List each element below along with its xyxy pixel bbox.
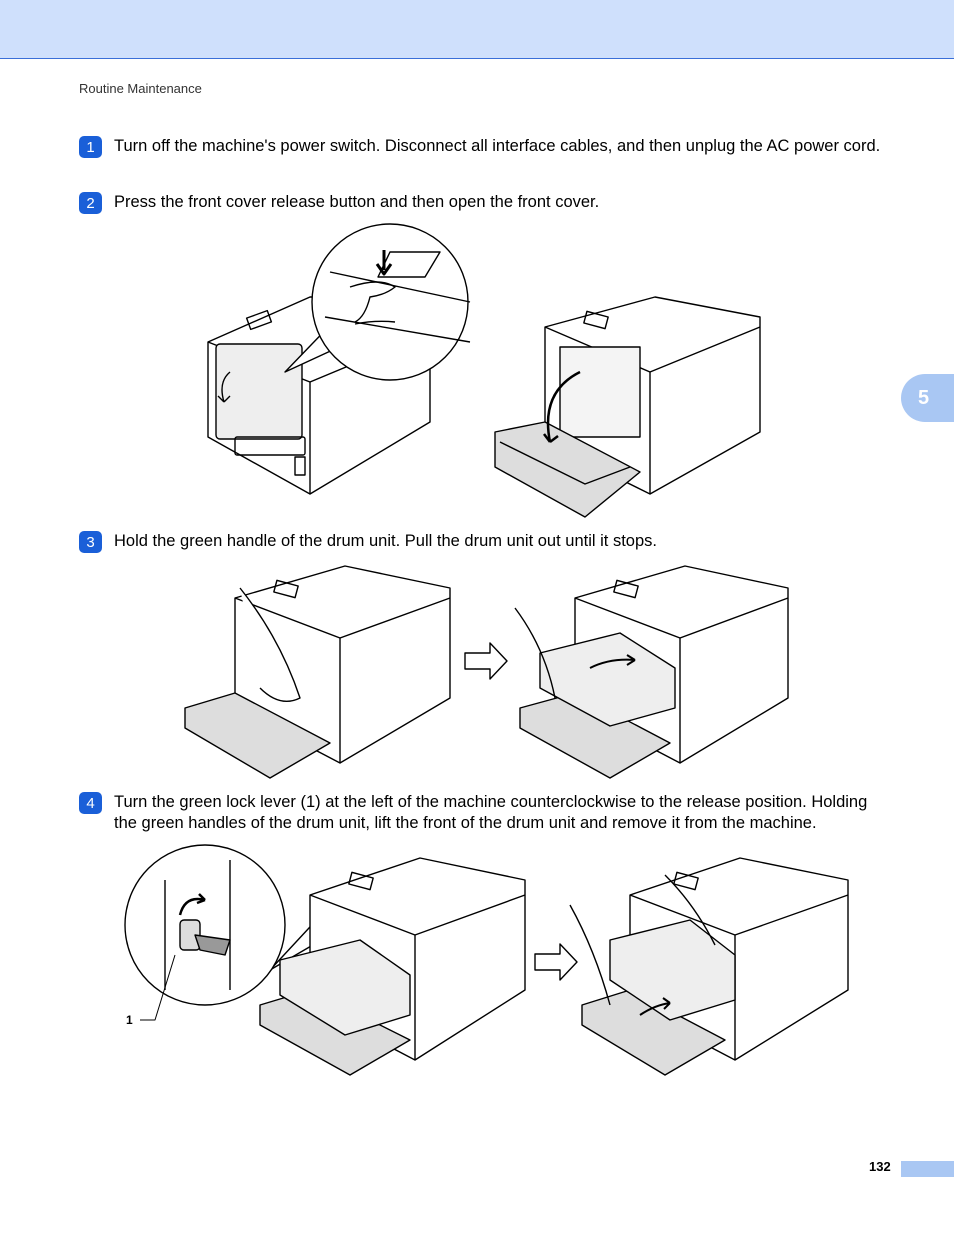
printer-illustration-drum-pulled: [514, 565, 789, 779]
footer-bar: [901, 1161, 954, 1177]
header-band: [0, 0, 954, 59]
printer-illustration-open: [494, 296, 761, 518]
step-badge: 2: [79, 192, 102, 214]
page-number: 132: [869, 1159, 891, 1174]
callout-label: 1: [126, 1013, 133, 1027]
magnifier-callout: [284, 223, 471, 381]
arrow-right-icon: [534, 943, 578, 981]
figure-pull-drum-unit: [184, 565, 789, 779]
step-text: Turn off the machine's power switch. Dis…: [114, 137, 881, 155]
arrow-right-icon: [464, 642, 508, 680]
figure-remove-drum-unit: 1: [124, 844, 849, 1076]
printer-illustration-lift-drum: [569, 857, 849, 1076]
step-text: Turn the green lock lever (1) at the lef…: [114, 793, 868, 832]
running-head: Routine Maintenance: [79, 81, 202, 96]
figure-open-front-cover: [207, 223, 761, 518]
step-badge: 4: [79, 792, 102, 814]
callout-leader: 1: [126, 954, 176, 1027]
chapter-tab: 5: [901, 374, 954, 422]
step-badge: 1: [79, 136, 102, 158]
step-text: Press the front cover release button and…: [114, 193, 600, 211]
printer-illustration-hand-on-handle: [184, 565, 451, 779]
step-badge: 3: [79, 531, 102, 553]
step-text: Hold the green handle of the drum unit. …: [114, 532, 657, 550]
printer-illustration-lever: [259, 857, 526, 1076]
